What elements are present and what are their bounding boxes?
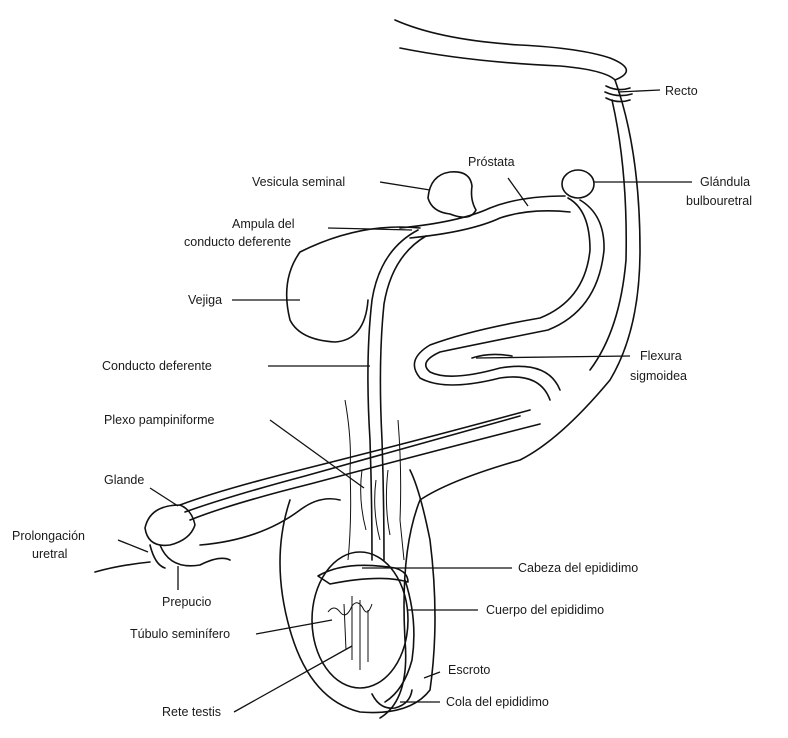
label-cola-epididimo: Cola del epididimo <box>446 695 549 709</box>
glans <box>145 505 195 545</box>
label-prostata: Próstata <box>468 155 515 169</box>
label-uretral: uretral <box>32 547 67 561</box>
leader-recto <box>618 90 660 92</box>
penis-shaft-bottom <box>190 424 540 520</box>
penis-shaft-inner <box>185 416 520 512</box>
pelvic-urethra-bottom <box>410 211 570 238</box>
label-cabeza-epididimo: Cabeza del epididimo <box>518 561 638 575</box>
label-bulbouretral: bulbouretral <box>686 194 752 208</box>
label-flexura: Flexura <box>640 349 682 363</box>
pampiniform-plexus <box>361 470 390 540</box>
spermatic-cord-left <box>345 400 351 560</box>
sheath-line <box>200 499 340 545</box>
urethral-process <box>150 545 165 568</box>
rete-testis <box>344 596 368 670</box>
label-conducto-deferente-ampula: conducto deferente <box>184 235 291 249</box>
penis-outer-b <box>426 200 604 390</box>
label-prepucio: Prepucio <box>162 595 211 609</box>
label-glandula: Glándula <box>700 175 750 189</box>
label-vesicula-seminal: Vesicula seminal <box>252 175 345 189</box>
leader-tubulo <box>256 620 332 634</box>
inner-back-contour <box>590 100 626 370</box>
leader-vesicula <box>380 182 430 190</box>
bladder-outline <box>287 227 420 342</box>
label-prolongacion: Prolongación <box>12 529 85 543</box>
seminiferous-tubules <box>328 603 372 615</box>
labels: Recto Próstata Vesicula seminal Glándula… <box>12 84 752 719</box>
ventral-body-line <box>95 562 150 572</box>
label-tubulo-seminifero: Túbulo seminífero <box>130 627 230 641</box>
leader-lines <box>118 90 692 712</box>
label-ampula: Ampula del <box>232 217 295 231</box>
label-vejiga: Vejiga <box>188 293 222 307</box>
label-escroto: Escroto <box>448 663 490 677</box>
label-cuerpo-epididimo: Cuerpo del epididimo <box>486 603 604 617</box>
leader-prolongacion <box>118 540 148 552</box>
penis-outer-a <box>414 198 590 400</box>
pelvic-urethra-top <box>400 196 565 228</box>
label-conducto-deferente: Conducto deferente <box>102 359 212 373</box>
seminal-vesicle <box>428 172 476 217</box>
bulbourethral-gland <box>562 170 594 198</box>
label-rete-testis: Rete testis <box>162 705 221 719</box>
label-sigmoidea: sigmoidea <box>630 369 687 383</box>
epididymis-body <box>385 580 414 702</box>
label-glande: Glande <box>104 473 144 487</box>
penis-shaft-top <box>180 410 530 505</box>
label-recto: Recto <box>665 84 698 98</box>
rectum-top-curve <box>400 48 615 80</box>
leader-flexura <box>476 356 630 358</box>
epididymis-tail <box>372 690 412 708</box>
body-back-contour <box>380 80 640 718</box>
spermatic-cord-right <box>398 420 404 560</box>
leader-glande <box>150 488 178 506</box>
label-plexo-pampiniforme: Plexo pampiniforme <box>104 413 215 427</box>
prepuce-outer <box>160 545 230 566</box>
leader-plexo <box>270 420 364 488</box>
scrotum-outline <box>280 470 435 713</box>
leader-rete <box>234 646 352 712</box>
